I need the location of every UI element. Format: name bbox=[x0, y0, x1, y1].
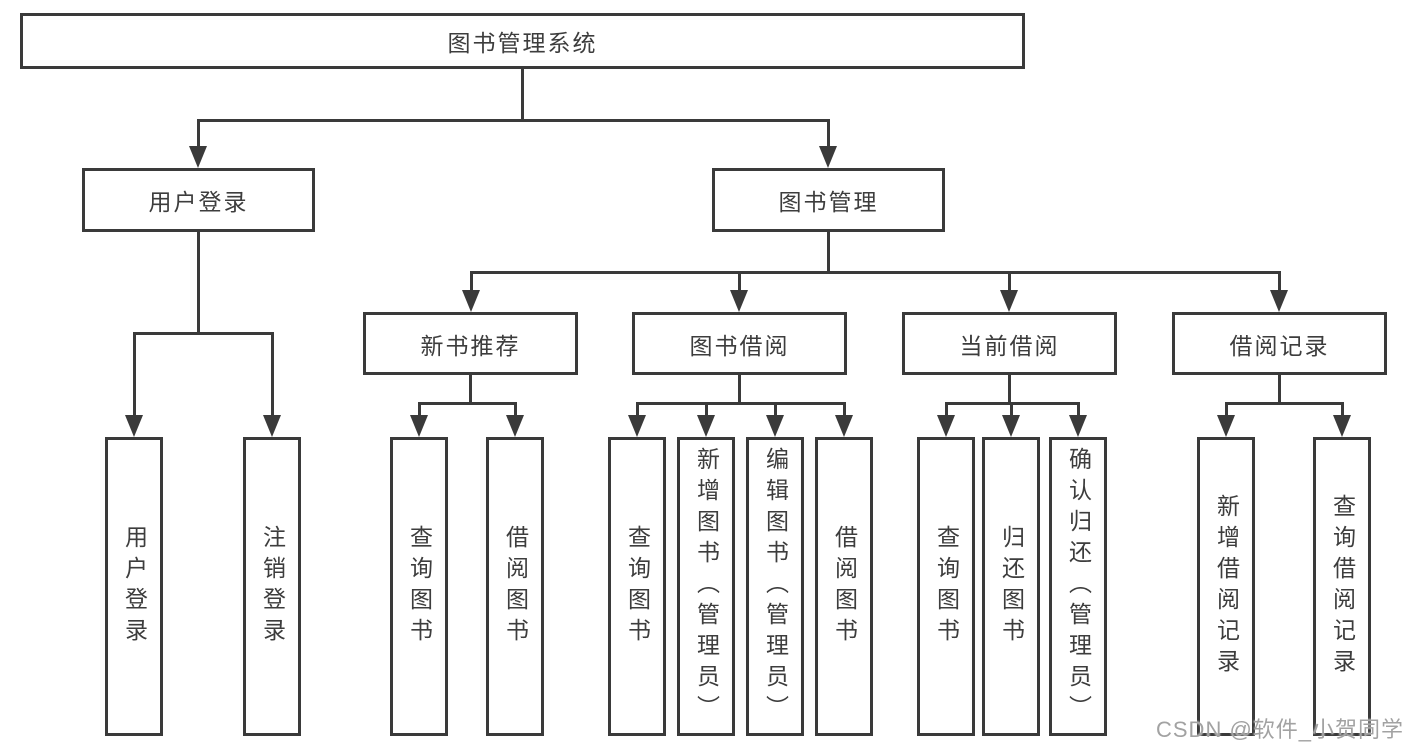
node-book-borrowing: 图书借阅 bbox=[632, 312, 847, 375]
node-user-login: 用户登录 bbox=[82, 168, 315, 232]
node-label: 图书借阅 bbox=[689, 332, 790, 359]
arrow-down-icon bbox=[819, 146, 837, 168]
connector-arrow-shaft bbox=[514, 402, 517, 418]
node-label: 新书推荐 bbox=[420, 332, 521, 359]
leaf-label: 确认归还（管理员） bbox=[1065, 447, 1092, 726]
leaf-label: 借阅图书 bbox=[502, 524, 529, 649]
connector-bookmgmt-stub bbox=[827, 230, 830, 274]
connector-arrow-shaft bbox=[1341, 402, 1344, 418]
leaf-query-books-borrowing: 查询图书 bbox=[608, 437, 666, 736]
leaf-query-books-recommend: 查询图书 bbox=[390, 437, 448, 736]
connector-group1-stub bbox=[469, 373, 472, 405]
leaf-query-borrow-record: 查询借阅记录 bbox=[1313, 437, 1371, 736]
node-label: 当前借阅 bbox=[959, 332, 1060, 359]
leaf-label: 用户登录 bbox=[121, 524, 148, 649]
connector-userlogin-stub bbox=[197, 230, 200, 335]
leaf-label: 借阅图书 bbox=[831, 524, 858, 649]
arrow-down-icon bbox=[835, 415, 853, 437]
connector-group4-branch bbox=[1225, 402, 1343, 405]
node-current-borrowing: 当前借阅 bbox=[902, 312, 1117, 375]
arrow-down-icon bbox=[410, 415, 428, 437]
connector-arrow-shaft bbox=[1008, 271, 1011, 293]
arrow-down-icon bbox=[697, 415, 715, 437]
connector-arrow-shaft bbox=[827, 119, 830, 149]
leaf-return-book: 归还图书 bbox=[982, 437, 1040, 736]
connector-group2-stub bbox=[738, 373, 741, 405]
arrow-down-icon bbox=[1000, 290, 1018, 312]
node-label: 借阅记录 bbox=[1229, 332, 1330, 359]
node-new-book-recommendation: 新书推荐 bbox=[363, 312, 578, 375]
connector-arrow-shaft bbox=[1010, 402, 1013, 418]
leaf-label: 编辑图书（管理员） bbox=[762, 447, 789, 726]
arrow-down-icon bbox=[189, 146, 207, 168]
connector-arrow-shaft bbox=[1225, 402, 1228, 418]
connector-arrow-shaft bbox=[843, 402, 846, 418]
node-label: 图书管理系统 bbox=[447, 30, 598, 56]
arrow-down-icon bbox=[628, 415, 646, 437]
connector-arrow-shaft bbox=[705, 402, 708, 418]
node-label: 图书管理 bbox=[778, 189, 879, 215]
connector-arrow-shaft bbox=[774, 402, 777, 418]
arrow-down-icon bbox=[1270, 290, 1288, 312]
leaf-borrow-books-borrowing: 借阅图书 bbox=[815, 437, 873, 736]
connector-arrow-shaft bbox=[133, 332, 136, 418]
connector-group2-branch bbox=[636, 402, 846, 405]
leaf-confirm-return-admin: 确认归还（管理员） bbox=[1049, 437, 1107, 736]
leaf-label: 注销登录 bbox=[259, 524, 286, 649]
arrow-down-icon bbox=[1333, 415, 1351, 437]
connector-arrow-shaft bbox=[636, 402, 639, 418]
node-borrowing-records: 借阅记录 bbox=[1172, 312, 1387, 375]
node-book-management: 图书管理 bbox=[712, 168, 945, 232]
connector-arrow-shaft bbox=[1077, 402, 1080, 418]
connector-group4-stub bbox=[1278, 373, 1281, 405]
node-library-management-system: 图书管理系统 bbox=[20, 13, 1025, 69]
connector-arrow-shaft bbox=[945, 402, 948, 418]
arrow-down-icon bbox=[937, 415, 955, 437]
arrow-down-icon bbox=[506, 415, 524, 437]
leaf-edit-book-admin: 编辑图书（管理员） bbox=[746, 437, 804, 736]
connector-arrow-shaft bbox=[197, 119, 200, 149]
connector-group3-stub bbox=[1008, 373, 1011, 405]
leaf-add-book-admin: 新增图书（管理员） bbox=[677, 437, 735, 736]
arrow-down-icon bbox=[1217, 415, 1235, 437]
connector-arrow-shaft bbox=[738, 271, 741, 293]
connector-root-stub bbox=[521, 66, 524, 122]
leaf-borrow-books-recommend: 借阅图书 bbox=[486, 437, 544, 736]
connector-arrow-shaft bbox=[271, 332, 274, 418]
leaf-label: 查询图书 bbox=[624, 524, 651, 649]
arrow-down-icon bbox=[1069, 415, 1087, 437]
csdn-watermark: CSDN @软件_小贺同学 bbox=[1156, 717, 1405, 742]
arrow-down-icon bbox=[1002, 415, 1020, 437]
node-label: 用户登录 bbox=[148, 189, 249, 215]
leaf-label: 查询借阅记录 bbox=[1329, 493, 1356, 680]
connector-arrow-shaft bbox=[1278, 271, 1281, 293]
arrow-down-icon bbox=[125, 415, 143, 437]
leaf-label: 查询图书 bbox=[406, 524, 433, 649]
arrow-down-icon bbox=[766, 415, 784, 437]
connector-arrow-shaft bbox=[470, 271, 473, 293]
leaf-label: 归还图书 bbox=[998, 524, 1025, 649]
connector-bookmgmt-branch bbox=[470, 271, 1281, 274]
leaf-user-login: 用户登录 bbox=[105, 437, 163, 736]
connector-arrow-shaft bbox=[418, 402, 421, 418]
leaf-logout: 注销登录 bbox=[243, 437, 301, 736]
connector-userlogin-branch bbox=[133, 332, 274, 335]
connector-group1-branch bbox=[418, 402, 517, 405]
arrow-down-icon bbox=[730, 290, 748, 312]
leaf-add-borrow-record: 新增借阅记录 bbox=[1197, 437, 1255, 736]
arrow-down-icon bbox=[462, 290, 480, 312]
leaf-label: 查询图书 bbox=[933, 524, 960, 649]
leaf-label: 新增图书（管理员） bbox=[693, 447, 720, 726]
leaf-query-books-current: 查询图书 bbox=[917, 437, 975, 736]
leaf-label: 新增借阅记录 bbox=[1213, 493, 1240, 680]
connector-root-branch bbox=[197, 119, 830, 122]
arrow-down-icon bbox=[263, 415, 281, 437]
